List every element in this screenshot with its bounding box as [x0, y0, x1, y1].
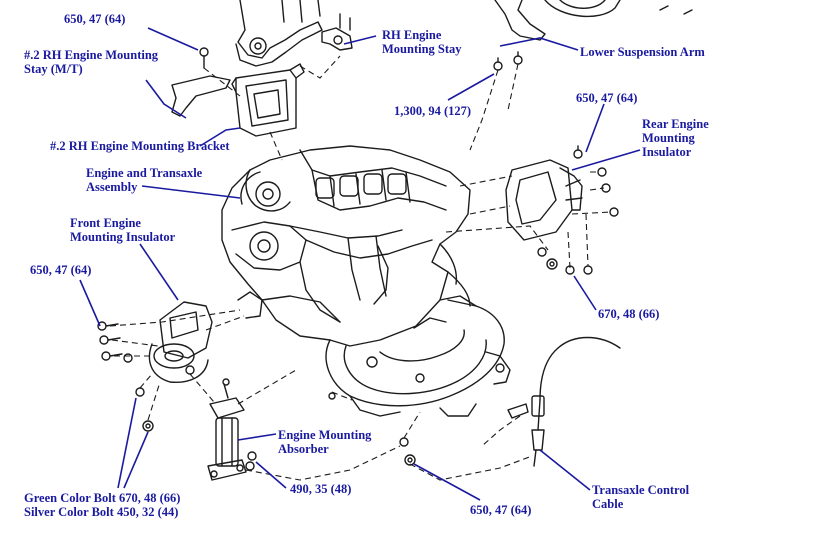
rh-engine-mounting-stay-line-2: Mounting Stay [382, 42, 462, 56]
rh-engine-mounting-stay-2-line-2: Stay (M/T) [24, 62, 83, 76]
absorber-line-2: Absorber [278, 442, 329, 456]
rear-insulator-drawing [505, 145, 619, 275]
engine-transaxle-assembly-label: Engine and Transaxle Assembly [86, 166, 202, 194]
rh-bracket-2-drawing [231, 63, 305, 137]
engine-assembly-line-1: Engine and Transaxle [86, 166, 203, 180]
rear-insulator-line-3: Insulator [642, 145, 692, 159]
rh-engine-mount-top-drawing [235, 0, 353, 67]
rh-engine-mounting-stay-label: RH Engine Mounting Stay [382, 28, 462, 56]
transaxle-cable-drawing [328, 336, 621, 467]
torque-label-rear-top: 650, 47 (64) [576, 91, 637, 105]
rear-insulator-line-1: Rear Engine [642, 117, 709, 131]
transaxle-control-cable-label: Transaxle Control Cable [592, 483, 689, 511]
torque-label-490: 490, 35 (48) [290, 482, 351, 496]
torque-label-left-mid-text: 650, 47 (64) [30, 263, 92, 277]
torque-label-1300-text: 1,300, 94 (127) [394, 104, 472, 118]
rh-engine-mounting-stay-2-line-1: #.2 RH Engine Mounting [24, 48, 159, 62]
torque-label-left-mid: 650, 47 (64) [30, 263, 91, 277]
cable-line-1: Transaxle Control [592, 483, 690, 497]
alignment-lines [109, 55, 613, 481]
torque-label-bottom-text: 650, 47 (64) [470, 503, 532, 517]
torque-label-top-left: 650, 47 (64) [64, 12, 125, 26]
front-insulator-drawing [97, 301, 213, 432]
lower-suspension-arm-drawing [493, 0, 693, 71]
front-insulator-line-1: Front Engine [70, 216, 141, 230]
torque-label-670: 670, 48 (66) [598, 307, 659, 321]
torque-label-top-left-text: 650, 47 (64) [64, 12, 126, 26]
front-insulator-line-2: Mounting Insulator [70, 230, 176, 244]
rear-engine-mounting-insulator-label: Rear Engine Mounting Insulator [642, 117, 709, 159]
torque-label-rear-top-text: 650, 47 (64) [576, 91, 638, 105]
engine-assembly-line-2: Assembly [86, 180, 138, 194]
lower-suspension-arm-text: Lower Suspension Arm [580, 45, 705, 59]
rear-insulator-line-2: Mounting [642, 131, 695, 145]
torque-label-1300: 1,300, 94 (127) [394, 104, 471, 118]
rh-engine-mounting-stay-2-label: #.2 RH Engine Mounting Stay (M/T) [24, 48, 158, 76]
cable-line-2: Cable [592, 497, 624, 511]
bolt-color-legend: Green Color Bolt 670, 48 (66) Silver Col… [24, 491, 180, 519]
torque-label-bottom: 650, 47 (64) [470, 503, 531, 517]
engine-transaxle-drawing [221, 145, 511, 417]
torque-label-490-text: 490, 35 (48) [290, 482, 352, 496]
lower-suspension-arm-label: Lower Suspension Arm [580, 45, 705, 59]
absorber-drawing [207, 378, 257, 481]
rh-engine-mounting-bracket-2-text: #.2 RH Engine Mounting Bracket [50, 139, 230, 153]
silver-bolt-line: Silver Color Bolt 450, 32 (44) [24, 505, 179, 519]
absorber-line-1: Engine Mounting [278, 428, 372, 442]
rh-engine-mounting-bracket-2-label: #.2 RH Engine Mounting Bracket [50, 139, 230, 153]
rh-stay-2-drawing [171, 47, 231, 117]
green-bolt-line: Green Color Bolt 670, 48 (66) [24, 491, 181, 505]
engine-mounting-absorber-label: Engine Mounting Absorber [278, 428, 371, 456]
torque-label-670-text: 670, 48 (66) [598, 307, 660, 321]
front-engine-mounting-insulator-label: Front Engine Mounting Insulator [70, 216, 175, 244]
leader-lines [79, 27, 641, 501]
rh-engine-mounting-stay-line-1: RH Engine [382, 28, 442, 42]
